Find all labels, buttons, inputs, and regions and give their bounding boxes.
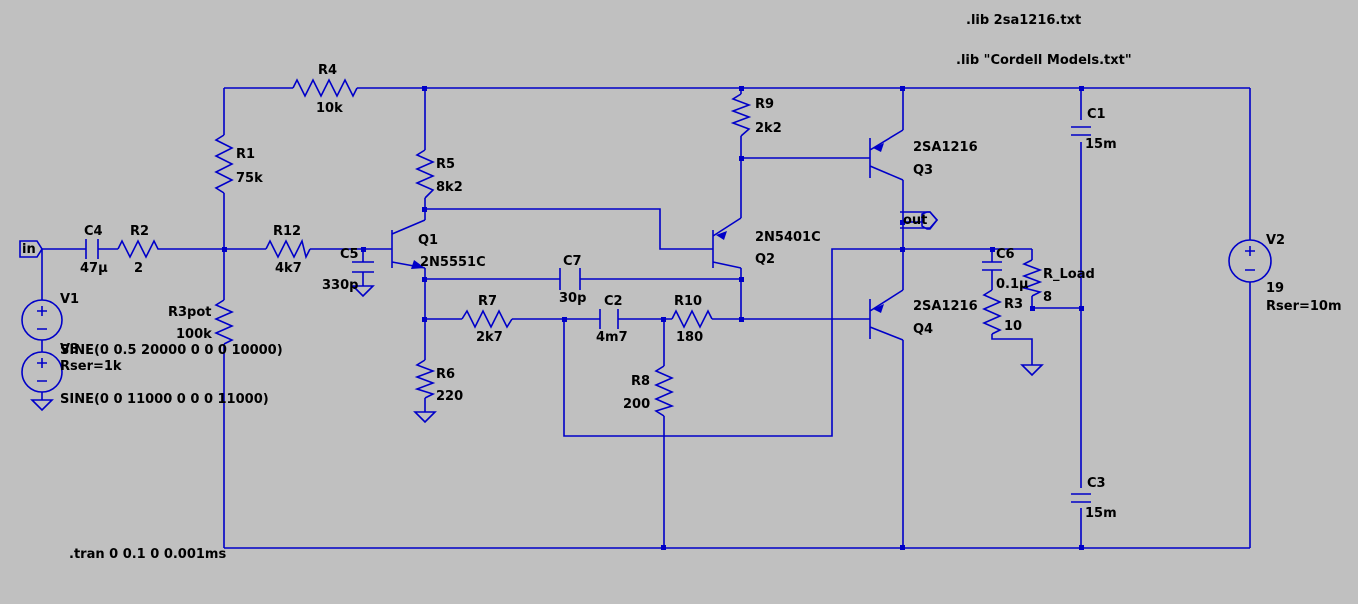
c7-name: C7: [563, 254, 582, 269]
capacitor-c3[interactable]: [1071, 493, 1091, 503]
v1-rser: Rser=1k: [60, 359, 122, 374]
transistor-q1[interactable]: [391, 219, 426, 269]
r8-name: R8: [631, 374, 650, 389]
resistor-r-load[interactable]: [1021, 259, 1043, 297]
resistor-r7[interactable]: [461, 309, 513, 329]
v2-rser: Rser=10m: [1266, 299, 1342, 314]
v2-value: 19: [1266, 281, 1284, 296]
capacitor-c4[interactable]: [85, 239, 99, 259]
q3-name: Q3: [913, 163, 933, 178]
port-out[interactable]: out: [900, 211, 939, 230]
r10-name: R10: [674, 294, 702, 309]
r1-name: R1: [236, 147, 255, 162]
c3-name: C3: [1087, 476, 1106, 491]
transistor-q2[interactable]: [712, 217, 742, 269]
r-load-name: R_Load: [1043, 267, 1095, 282]
capacitor-c7[interactable]: [559, 268, 581, 290]
v3-name: V3: [60, 342, 79, 357]
q4-name: Q4: [913, 322, 933, 337]
voltage-source-v3[interactable]: [21, 351, 63, 393]
v2-name: V2: [1266, 233, 1285, 248]
resistor-r4[interactable]: [292, 78, 358, 98]
ground-symbols: [30, 285, 1044, 424]
c1-name: C1: [1087, 107, 1106, 122]
r10-value: 180: [676, 330, 703, 345]
v1-value: SINE(0 0.5 20000 0 0 0 10000): [60, 343, 283, 358]
port-in[interactable]: in: [19, 240, 43, 258]
resistor-r10[interactable]: [671, 309, 713, 329]
q1-name: Q1: [418, 233, 438, 248]
r-load-value: 8: [1043, 290, 1052, 305]
q2-name: Q2: [755, 252, 775, 267]
v1-name: V1: [60, 292, 79, 307]
resistor-r2[interactable]: [117, 239, 162, 259]
directive-tran: .tran 0 0.1 0 0.001ms: [69, 547, 226, 562]
r5-name: R5: [436, 157, 455, 172]
resistor-r3pot[interactable]: [214, 299, 234, 345]
c2-value: 4m7: [596, 330, 628, 345]
c7-value: 30p: [559, 291, 586, 306]
port-out-label: out: [903, 213, 927, 228]
r4-value: 10k: [316, 101, 343, 116]
r4-name: R4: [318, 63, 337, 78]
c6-name: C6: [996, 247, 1015, 262]
q4-model: 2SA1216: [913, 299, 978, 314]
c3-value: 15m: [1085, 506, 1117, 521]
r12-value: 4k7: [275, 261, 302, 276]
c5-value: 330p: [322, 278, 358, 293]
port-in-label: in: [22, 242, 36, 257]
capacitor-c6[interactable]: [982, 261, 1002, 271]
component-labels: .lib 2sa1216.txt .lib "Cordell Models.tx…: [60, 13, 1342, 562]
resistor-r1[interactable]: [214, 134, 234, 194]
directive-lib1: .lib 2sa1216.txt: [966, 13, 1081, 28]
capacitor-c5[interactable]: [352, 261, 374, 273]
transistor-q4[interactable]: [869, 289, 904, 341]
r6-value: 220: [436, 389, 463, 404]
wires: [41, 87, 1251, 549]
r1-value: 75k: [236, 171, 263, 186]
r3pot-name: R3pot: [168, 305, 212, 320]
r9-value: 2k2: [755, 121, 782, 136]
q2-model: 2N5401C: [755, 230, 821, 245]
c6-value: 0.1µ: [996, 277, 1029, 292]
c4-name: C4: [84, 224, 103, 239]
transistor-q3[interactable]: [869, 129, 904, 181]
c5-name: C5: [340, 247, 359, 262]
r8-value: 200: [623, 397, 650, 412]
r3-name: R3: [1004, 297, 1023, 312]
r3pot-value: 100k: [176, 327, 212, 342]
r7-value: 2k7: [476, 330, 503, 345]
voltage-source-v2[interactable]: [1228, 239, 1272, 283]
r3-value: 10: [1004, 319, 1022, 334]
q1-model: 2N5551C: [420, 255, 486, 270]
resistor-r12[interactable]: [265, 238, 311, 260]
capacitor-c1[interactable]: [1071, 126, 1091, 136]
resistor-r8[interactable]: [654, 365, 675, 417]
resistor-r5[interactable]: [415, 149, 435, 199]
c1-value: 15m: [1085, 137, 1117, 152]
c4-value: 47µ: [80, 261, 108, 276]
resistor-r9[interactable]: [730, 93, 752, 137]
r2-name: R2: [130, 224, 149, 239]
v3-value: SINE(0 0 11000 0 0 0 11000): [60, 392, 269, 407]
r2-value: 2: [134, 261, 143, 276]
r9-name: R9: [755, 97, 774, 112]
resistor-r6[interactable]: [414, 359, 436, 399]
directive-lib2: .lib "Cordell Models.txt": [956, 53, 1132, 68]
junction-dots: [222, 86, 1084, 550]
c2-name: C2: [604, 294, 623, 309]
r7-name: R7: [478, 294, 497, 309]
r12-name: R12: [273, 224, 301, 239]
r6-name: R6: [436, 367, 455, 382]
voltage-source-v1[interactable]: [21, 299, 63, 341]
q3-model: 2SA1216: [913, 140, 978, 155]
r5-value: 8k2: [436, 180, 463, 195]
resistor-r3[interactable]: [982, 289, 1002, 335]
capacitor-c2[interactable]: [599, 309, 619, 329]
